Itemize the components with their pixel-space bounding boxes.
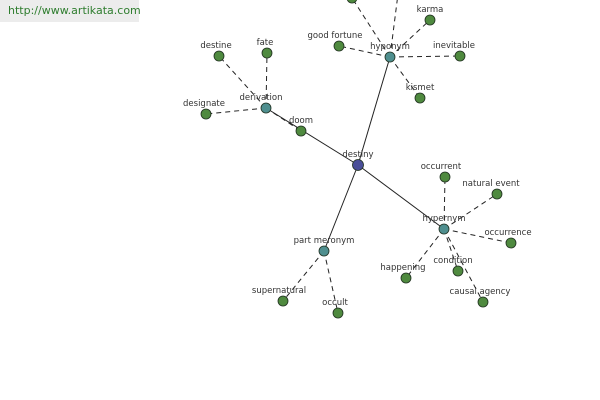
leaf-node-occult[interactable] bbox=[332, 307, 344, 319]
relation-node-hyponym-label: hyponym bbox=[370, 42, 410, 52]
leaf-node-good-fortune[interactable] bbox=[333, 40, 345, 52]
edge-derivation-fate bbox=[265, 52, 268, 109]
edge-hypernym-happening bbox=[405, 228, 445, 279]
edge-derivation-designate bbox=[205, 107, 267, 115]
leaf-node-natural-event[interactable] bbox=[491, 188, 503, 200]
leaf-node-fate-label: fate bbox=[257, 38, 274, 48]
leaf-node-supernatural-label: supernatural bbox=[252, 286, 306, 296]
leaf-node-inevitable[interactable] bbox=[454, 50, 466, 62]
edge-hyponym-karma bbox=[389, 19, 431, 58]
edge-hypernym-causal-agency bbox=[443, 228, 484, 303]
leaf-node-occurrent[interactable] bbox=[439, 171, 451, 183]
leaf-node-doom[interactable] bbox=[295, 125, 307, 137]
edge-destiny-part-meronym bbox=[323, 164, 359, 252]
leaf-node-destine[interactable] bbox=[213, 50, 225, 62]
edge-part-meronym-supernatural bbox=[282, 250, 325, 302]
leaf-node-karma[interactable] bbox=[424, 14, 436, 26]
leaf-node-hyponym-top-left[interactable] bbox=[346, 0, 358, 4]
edge-hypernym-occurrence bbox=[443, 228, 512, 244]
leaf-node-causal-agency[interactable] bbox=[477, 296, 489, 308]
graph-edges bbox=[205, 0, 512, 314]
edge-hyponym-hyponym-top-left bbox=[352, 0, 391, 58]
relation-node-derivation[interactable] bbox=[260, 102, 272, 114]
leaf-node-occult-label: occult bbox=[322, 298, 348, 308]
leaf-node-happening-label: happening bbox=[380, 263, 425, 273]
leaf-node-condition[interactable] bbox=[452, 265, 464, 277]
relation-node-hypernym[interactable] bbox=[438, 223, 450, 235]
leaf-node-kismet-label: kismet bbox=[406, 83, 435, 93]
relation-node-part-meronym-label: part meronym bbox=[294, 236, 355, 246]
center-node-destiny-label: destiny bbox=[342, 150, 373, 160]
leaf-node-inevitable-label: inevitable bbox=[433, 41, 475, 51]
leaf-node-fate[interactable] bbox=[261, 47, 273, 59]
leaf-node-good-fortune-label: good fortune bbox=[308, 31, 363, 41]
leaf-node-supernatural[interactable] bbox=[277, 295, 289, 307]
edge-hypernym-natural-event bbox=[443, 193, 498, 230]
edge-hypernym-condition bbox=[443, 228, 459, 272]
leaf-node-occurrence[interactable] bbox=[505, 237, 517, 249]
leaf-node-karma-label: karma bbox=[417, 5, 444, 15]
edge-destiny-hypernym bbox=[357, 164, 445, 230]
edge-derivation-doom bbox=[265, 107, 302, 132]
graph-labels: karma good fortune inevitable kismet destine… bbox=[183, 5, 532, 308]
edge-hyponym-inevitable bbox=[389, 55, 461, 58]
leaf-node-doom-label: doom bbox=[289, 116, 313, 126]
relation-node-part-meronym[interactable] bbox=[318, 245, 330, 257]
edge-hyponym-hyponym-top-right bbox=[389, 0, 398, 58]
leaf-node-natural-event-label: natural event bbox=[462, 179, 520, 189]
leaf-node-kismet[interactable] bbox=[414, 92, 426, 104]
leaf-node-happening[interactable] bbox=[400, 272, 412, 284]
edge-destiny-hyponym bbox=[357, 56, 391, 166]
relation-node-hyponym[interactable] bbox=[384, 51, 396, 63]
relation-node-hypernym-label: hypernym bbox=[422, 214, 465, 224]
leaf-node-occurrence-label: occurrence bbox=[484, 228, 531, 238]
leaf-node-designate[interactable] bbox=[200, 108, 212, 120]
leaf-node-condition-label: condition bbox=[433, 256, 472, 266]
leaf-node-occurrent-label: occurrent bbox=[421, 162, 462, 172]
graph-nodes bbox=[200, 0, 517, 319]
leaf-node-destine-label: destine bbox=[200, 41, 231, 51]
relation-node-derivation-label: derivation bbox=[239, 93, 282, 103]
leaf-node-designate-label: designate bbox=[183, 99, 225, 109]
site-url-link[interactable]: http://www.artikata.com bbox=[0, 0, 141, 22]
center-node-destiny[interactable] bbox=[352, 159, 364, 171]
leaf-node-causal-agency-label: causal agency bbox=[450, 287, 511, 297]
edge-part-meronym-occult bbox=[323, 250, 339, 314]
edge-derivation-destine bbox=[218, 55, 267, 109]
